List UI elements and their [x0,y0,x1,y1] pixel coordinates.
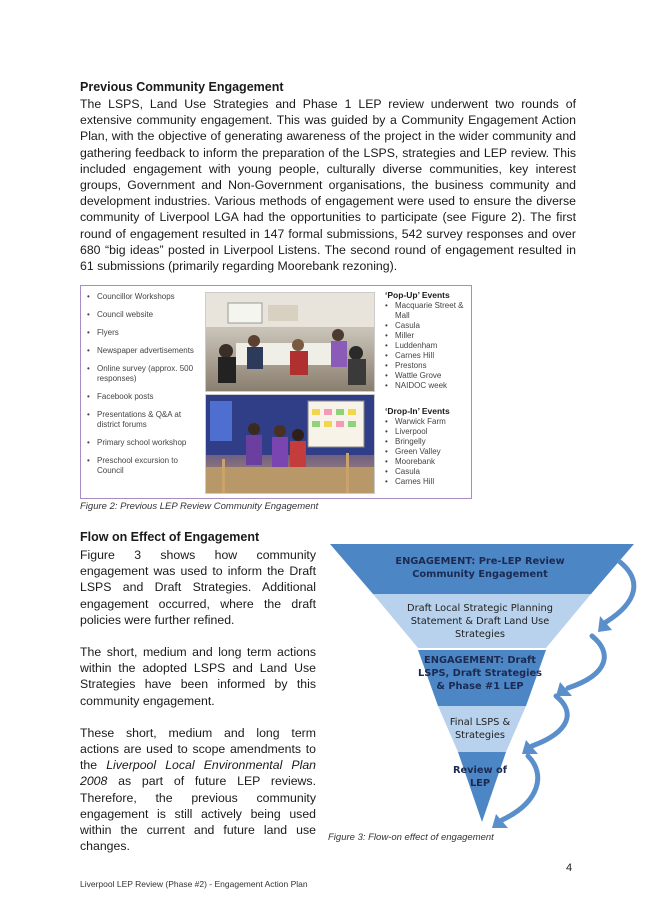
engagement-method-item: Facebook posts [87,392,203,402]
flow-heading: Flow on Effect of Engagement [80,530,260,544]
engagement-method-item: Preschool excursion to Council [87,456,203,476]
lep-2008-title: Liverpool Local Environmental Plan 2008 [80,758,317,789]
previous-paragraph: The LSPS, Land Use Strategies and Phase … [80,97,576,274]
engagement-methods-list: Councillor WorkshopsCouncil websiteFlyer… [87,292,203,484]
pyramid-level-2 [373,594,591,648]
level-2-label: Draft Local Strategic Planning Statement… [407,603,553,640]
popup-events-list: Macquarie Street & MallCasulaMillerLudde… [385,301,469,391]
page-number: 4 [566,862,573,874]
pyramid-level-1 [330,544,634,594]
engagement-method-item: Online survey (approx. 500 responses) [87,364,203,384]
drop-in-event-item: Warwick Farm [385,417,469,427]
drop-in-event-item: Moorebank [385,457,469,467]
drop-in-events-list: Warwick FarmLiverpoolBringellyGreen Vall… [385,417,469,487]
drop-in-event-item: Liverpool [385,427,469,437]
drop-in-event-item: Bringelly [385,437,469,447]
drop-in-event-item: Green Valley [385,447,469,457]
popup-events: ‘Pop-Up’ Events Macquarie Street & MallC… [385,290,469,391]
popup-events-title: ‘Pop-Up’ Events [385,290,450,300]
pyramid-level-3 [418,650,546,706]
figure-3-caption: Figure 3: Flow-on effect of engagement [328,832,494,843]
figure-2-engagement-panel: Councillor WorkshopsCouncil websiteFlyer… [80,285,472,499]
workshop-photo [205,292,375,392]
figure-2-caption: Figure 2: Previous LEP Review Community … [80,501,319,512]
popup-event-item: Casula [385,321,469,331]
popup-event-item: Prestons [385,361,469,371]
engagement-method-item: Councillor Workshops [87,292,203,302]
previous-heading: Previous Community Engagement [80,80,284,94]
engagement-flow-pyramid [330,544,637,828]
pyramid-level-4 [438,706,526,752]
flow-paragraph-2: The short, medium and long term actions … [80,645,316,708]
drop-in-event-photo [205,394,375,494]
engagement-method-item: Council website [87,310,203,320]
engagement-method-item: Primary school workshop [87,438,203,448]
popup-event-item: Carnes Hill [385,351,469,361]
flow-arrow-3 [529,693,570,749]
drop-in-event-item: Casula [385,467,469,477]
level-1-label: ENGAGEMENT: Pre-LEP Review Community Eng… [395,556,565,580]
flow-paragraph-3-start: These short, medium and long term action… [80,725,316,773]
footer-text: Liverpool LEP Review (Phase #2) - Engage… [80,879,308,889]
popup-event-item: Macquarie Street & Mall [385,301,469,321]
popup-event-item: Luddenham [385,341,469,351]
popup-event-item: Miller [385,331,469,341]
flow-paragraph-3-end: as part of future LEP reviews. Therefore… [80,774,316,854]
flow-paragraph-1: Figure 3 shows how community engagement … [80,548,316,627]
level-4-label: Final LSPS & Strategies [449,717,511,741]
drop-in-event-item: Carnes Hill [385,477,469,487]
level-3-label: ENGAGEMENT: Draft LSPS, Draft Strategies… [418,655,542,692]
flow-arrow-1 [603,559,637,625]
pyramid-level-5 [458,752,506,822]
drop-in-events-title: ‘Drop-In’ Events [385,406,450,416]
popup-event-item: Wattle Grove [385,371,469,381]
engagement-method-item: Newspaper advertisements [87,346,203,356]
popup-event-item: NAIDOC week [385,381,469,391]
engagement-method-item: Flyers [87,328,203,338]
flow-arrow-2 [565,633,607,691]
engagement-method-item: Presentations & Q&A at district forums [87,410,203,430]
drop-in-events: ‘Drop-In’ Events Warwick FarmLiverpoolBr… [385,406,469,487]
flow-text: Figure 3 shows how community engagement … [80,547,316,854]
flow-arrow-4 [499,753,541,823]
level-5-label: Review of LEP [452,765,508,789]
flow-paragraph-3: These short, medium and long term action… [80,725,316,855]
